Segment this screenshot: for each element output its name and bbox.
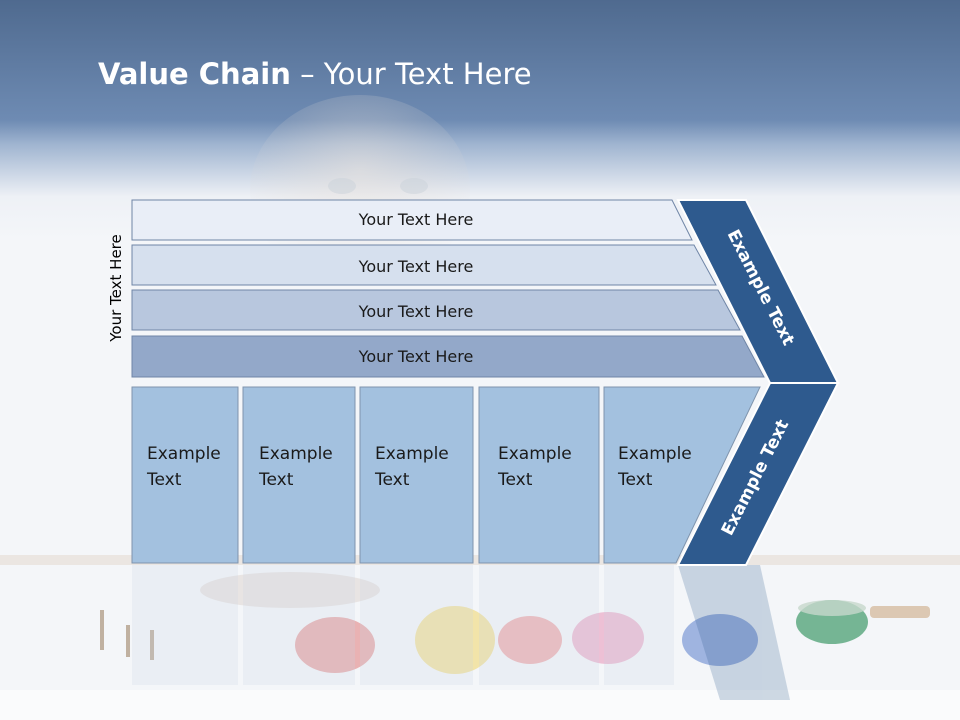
row-shape-4 bbox=[131, 335, 765, 378]
row-label-2: Your Text Here bbox=[358, 257, 474, 276]
cell-2-line1: Example bbox=[259, 444, 333, 464]
cell-5-line1: Example bbox=[618, 444, 692, 464]
slide-title: Value Chain – Your Text Here bbox=[98, 52, 532, 96]
cell-4-line1: Example bbox=[498, 444, 572, 464]
rows-group: Your Text Here Your Text Here Your Text … bbox=[131, 199, 765, 378]
cell-5-line2: Text bbox=[617, 470, 653, 490]
cell-3-line1: Example bbox=[375, 444, 449, 464]
row-shape-2 bbox=[131, 244, 717, 286]
chevron-arrow: Example Text Example Text bbox=[676, 199, 840, 566]
row-label-1: Your Text Here bbox=[358, 210, 474, 229]
cell-shape-5 bbox=[603, 386, 761, 564]
row-shape-3 bbox=[131, 289, 741, 331]
title-bold: Value Chain bbox=[98, 57, 291, 91]
cells-group: Example Text Example Text Example Text E… bbox=[131, 386, 761, 564]
chevron-lower bbox=[676, 382, 840, 566]
cell-2-line2: Text bbox=[258, 470, 294, 490]
title-rest: – Your Text Here bbox=[290, 57, 532, 91]
cells-reflection bbox=[132, 565, 790, 700]
cell-4-line2: Text bbox=[497, 470, 533, 490]
cell-shape-3 bbox=[359, 386, 474, 564]
cell-shape-1 bbox=[131, 386, 239, 564]
cell-1-line1: Example bbox=[147, 444, 221, 464]
cell-shape-2 bbox=[242, 386, 356, 564]
cell-1-line2: Text bbox=[146, 470, 182, 490]
row-label-3: Your Text Here bbox=[358, 302, 474, 321]
row-label-4: Your Text Here bbox=[358, 347, 474, 366]
row-shape-1 bbox=[131, 199, 693, 241]
cell-3-line2: Text bbox=[374, 470, 410, 490]
cell-shape-4 bbox=[478, 386, 600, 564]
